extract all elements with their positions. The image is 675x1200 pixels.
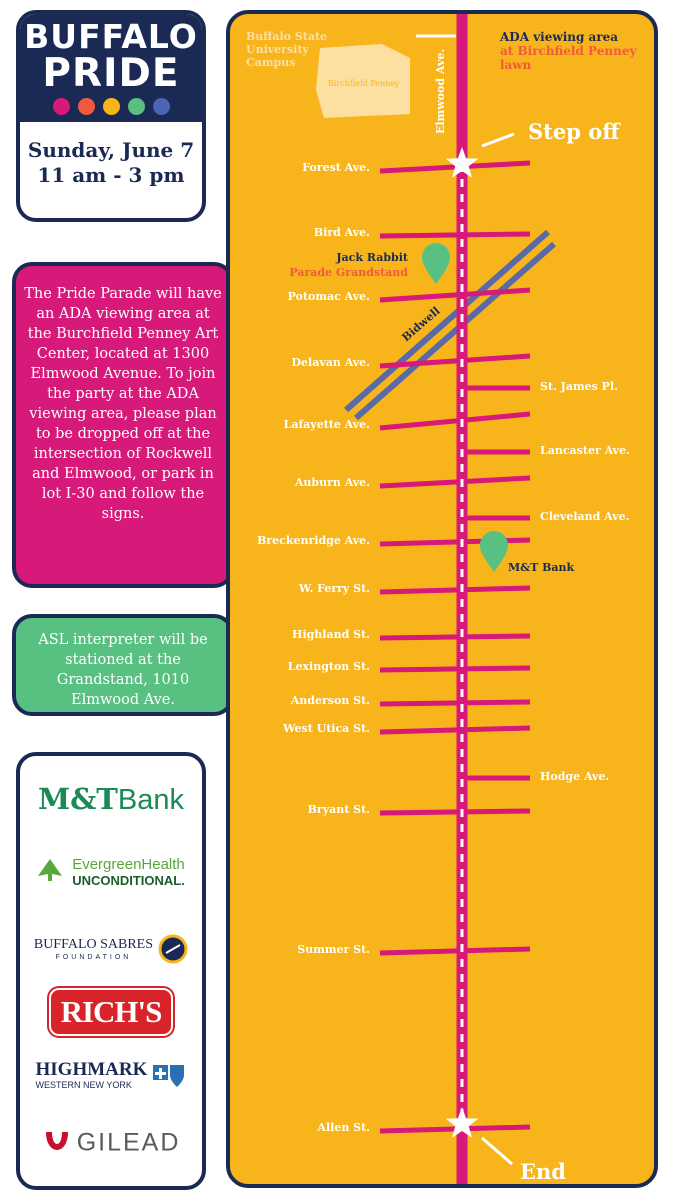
street-label: Lancaster Ave. bbox=[540, 444, 630, 457]
gilead-mark-icon bbox=[45, 1132, 68, 1150]
logo-dot bbox=[152, 98, 170, 115]
step-off-label: Step off bbox=[528, 119, 621, 144]
end-pointer bbox=[481, 1136, 513, 1166]
grandstand-label-line2: Parade Grandstand bbox=[289, 266, 408, 279]
evergreen-line1: EvergreenHealth bbox=[72, 856, 185, 873]
street-line bbox=[379, 665, 531, 673]
street-label: Auburn Ave. bbox=[294, 476, 370, 489]
evergreen-line2: UNCONDITIONAL. bbox=[72, 873, 185, 888]
street-label: Bird Ave. bbox=[314, 226, 370, 239]
street-line bbox=[379, 231, 531, 239]
ada-info-text: The Pride Parade will have an ADA viewin… bbox=[24, 286, 222, 522]
end-label: End bbox=[520, 1159, 566, 1184]
street-line bbox=[379, 287, 531, 303]
mt-bank-map-label: M&T Bank bbox=[508, 561, 575, 574]
ada-label-line3: lawn bbox=[500, 58, 532, 72]
street-label: Lexington St. bbox=[288, 660, 370, 673]
sponsors-panel: M&TBank EvergreenHealth UNCONDITIONAL. B… bbox=[16, 752, 206, 1190]
asl-info-text: ASL interpreter will be stationed at the… bbox=[38, 632, 208, 708]
street-line bbox=[379, 725, 531, 735]
gilead-logo: GILEAD bbox=[20, 1126, 202, 1160]
logo-word-buffalo: BUFFALO bbox=[24, 17, 198, 56]
sabres-crest-icon bbox=[158, 934, 188, 964]
event-date-time: Sunday, June 7 11 am - 3 pm bbox=[20, 138, 202, 188]
street-label: Delavan Ave. bbox=[292, 356, 371, 369]
event-time: 11 am - 3 pm bbox=[37, 163, 185, 187]
logo-dot bbox=[52, 98, 70, 115]
street-line bbox=[379, 633, 531, 641]
street-label: Anderson St. bbox=[290, 694, 370, 707]
logo-dot bbox=[77, 98, 95, 115]
street-line bbox=[379, 585, 531, 595]
street-line bbox=[379, 699, 531, 707]
mt-bank-logo: M&TBank bbox=[20, 782, 202, 817]
richs-logo: RICH'S bbox=[20, 988, 202, 1036]
building-label: Birchfield Penney bbox=[328, 79, 400, 88]
street-label: Allen St. bbox=[316, 1121, 370, 1134]
street-line bbox=[379, 808, 531, 816]
street-label: St. James Pl. bbox=[540, 380, 618, 393]
street-label: Breckenridge Ave. bbox=[257, 534, 370, 547]
street-label: Hodge Ave. bbox=[540, 770, 609, 783]
street-line bbox=[379, 946, 531, 956]
route-map-canvas: Buffalo State University Campus Birchfie… bbox=[246, 14, 637, 1184]
street-label: Summer St. bbox=[297, 943, 370, 956]
street-label: Cleveland Ave. bbox=[540, 510, 629, 523]
street-line bbox=[379, 475, 531, 489]
blue-cross-shield-icon bbox=[153, 1064, 185, 1087]
logo-word-pride: PRIDE bbox=[42, 51, 180, 96]
highmark-line1: HIGHMARK bbox=[35, 1059, 148, 1080]
street-label: Bryant St. bbox=[308, 803, 370, 816]
bidwell-label: Bidwell bbox=[399, 304, 442, 344]
street-line bbox=[379, 411, 531, 431]
richs-name: RICH'S bbox=[60, 994, 163, 1029]
event-header: BUFFALO PRIDE Sunday, June 7 11 am - 3 p… bbox=[16, 10, 206, 222]
elmwood-label: Elmwood Ave. bbox=[434, 49, 447, 134]
logo-color-dots bbox=[20, 98, 202, 115]
mt-bank-mark: M&T bbox=[38, 782, 118, 816]
sabres-foundation-logo: BUFFALO SABRES FOUNDATION bbox=[20, 934, 202, 964]
asl-info-box: ASL interpreter will be stationed at the… bbox=[12, 614, 234, 716]
evergreen-health-logo: EvergreenHealth UNCONDITIONAL. bbox=[20, 856, 202, 888]
street-label: Highland St. bbox=[292, 628, 370, 641]
ada-info-box: The Pride Parade will have an ADA viewin… bbox=[12, 262, 234, 588]
bidwell-parkway bbox=[344, 229, 556, 421]
grandstand-label-line1: Jack Rabbit bbox=[335, 251, 409, 264]
highmark-logo: HIGHMARK WESTERN NEW YORK bbox=[20, 1060, 202, 1091]
event-date: Sunday, June 7 bbox=[27, 138, 195, 162]
sabres-line1: BUFFALO SABRES bbox=[33, 936, 154, 952]
gilead-name: GILEAD bbox=[76, 1128, 181, 1157]
street-label: Forest Ave. bbox=[302, 161, 370, 174]
campus-label-line1: Buffalo State bbox=[246, 30, 327, 43]
start-star-icon bbox=[445, 147, 479, 178]
mt-bank-marker-icon bbox=[480, 531, 508, 572]
end-star-icon bbox=[445, 1107, 479, 1138]
mt-bank-word: Bank bbox=[117, 784, 184, 816]
ada-label-line1: ADA viewing area bbox=[499, 30, 618, 44]
sabres-line2: FOUNDATION bbox=[55, 953, 132, 961]
buffalo-pride-logo: BUFFALO PRIDE bbox=[20, 14, 202, 122]
street-line bbox=[379, 353, 531, 369]
tree-icon bbox=[38, 859, 63, 881]
parade-route-map: Buffalo State University Campus Birchfie… bbox=[226, 10, 658, 1188]
ada-label-line2: at Birchfield Penney bbox=[500, 44, 637, 58]
grandstand-marker-icon bbox=[422, 243, 450, 284]
burchfield-penney-building bbox=[316, 44, 410, 118]
street-label: Potomac Ave. bbox=[288, 290, 370, 303]
step-off-pointer bbox=[481, 132, 515, 148]
logo-dot bbox=[102, 98, 120, 115]
campus-label-line3: Campus bbox=[246, 56, 295, 69]
street-label: W. Ferry St. bbox=[298, 582, 370, 595]
street-label: Lafayette Ave. bbox=[284, 418, 370, 431]
logo-dot bbox=[127, 98, 145, 115]
campus-label-line2: University bbox=[246, 43, 309, 56]
street-line bbox=[379, 160, 531, 174]
street-label: West Utica St. bbox=[282, 722, 370, 735]
highmark-line2: WESTERN NEW YORK bbox=[35, 1080, 132, 1090]
